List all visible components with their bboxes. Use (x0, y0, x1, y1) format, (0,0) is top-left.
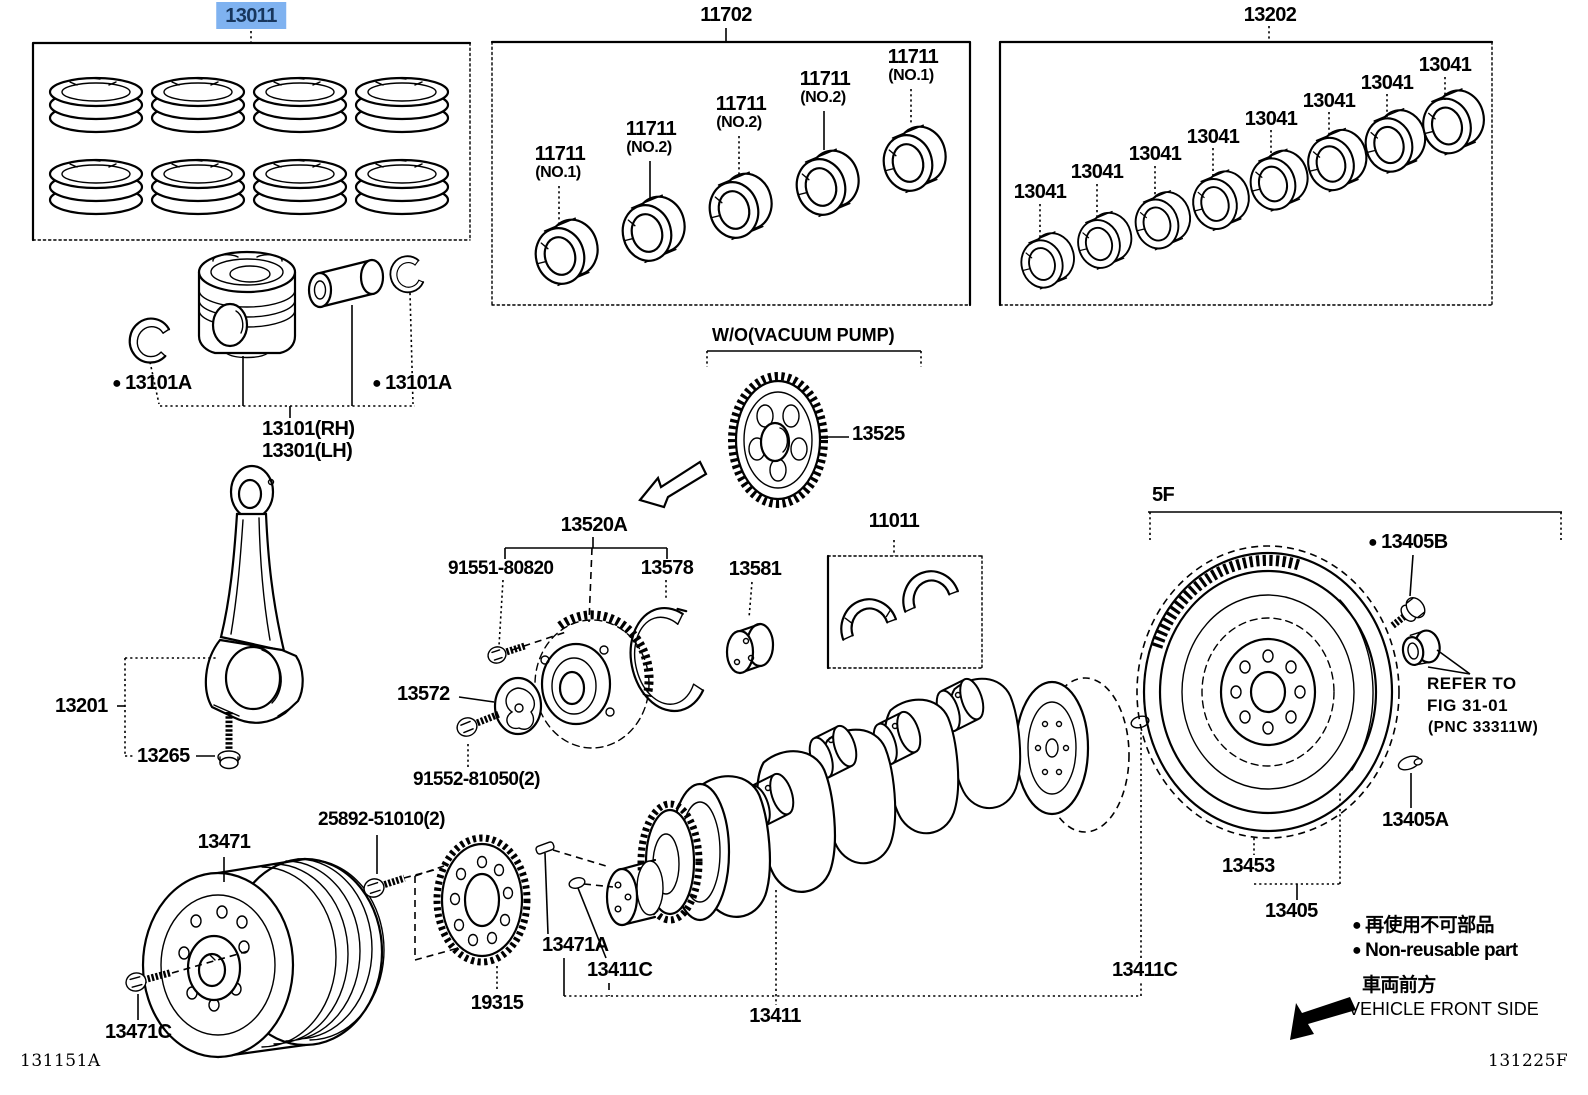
callout-13101A-right[interactable]: ●13101A (372, 372, 452, 394)
callout-13041-1[interactable]: 13041 (1013, 181, 1067, 203)
flywheel-bolt (1390, 597, 1426, 629)
bullet-icon: ● (372, 375, 382, 392)
flywheel-pin (1397, 755, 1423, 771)
callout-11711-4[interactable]: 11711 (799, 68, 851, 90)
callout-11711-5[interactable]: 11711 (887, 46, 939, 68)
piston (197, 250, 297, 359)
callout-5f: 5F (1152, 484, 1175, 506)
bullet-icon: ● (1352, 917, 1362, 934)
connecting-rod (117, 464, 304, 770)
crank-snap-ring (629, 606, 705, 713)
flywheel (1136, 511, 1562, 900)
piston-pin (307, 258, 385, 309)
note-refer-line2: FIG 31-01 (1427, 696, 1509, 715)
note-refer-line1: REFER TO (1427, 674, 1517, 693)
callout-13471[interactable]: 13471 (197, 831, 251, 853)
callout-13201[interactable]: 13201 (55, 695, 108, 717)
callout-11711-2-no[interactable]: (NO.2) (626, 139, 672, 156)
pilot-bearing (1401, 629, 1441, 667)
callout-13578[interactable]: 13578 (640, 557, 694, 579)
callout-13405[interactable]: 13405 (1265, 900, 1318, 922)
bullet-icon: ● (1352, 942, 1362, 959)
callout-13405B[interactable]: ●13405B (1368, 531, 1448, 553)
doc-code-right: 131225F (1488, 1051, 1569, 1071)
crank-gear-wo-pump (706, 350, 922, 508)
callout-13101-rh[interactable]: 13101(RH) (262, 418, 355, 440)
callout-13041-8[interactable]: 13041 (1418, 54, 1472, 76)
direction-arrow-outline (638, 460, 708, 509)
legend-vehicle-front-en: VEHICLE FRONT SIDE (1348, 999, 1539, 1019)
piston-ring-set-box (31, 31, 472, 242)
callout-13471A[interactable]: 13471A (542, 934, 609, 956)
callout-13265[interactable]: 13265 (137, 745, 190, 767)
callout-13572[interactable]: 13572 (397, 683, 450, 705)
callout-91552-81050[interactable]: 91552-81050(2) (413, 769, 540, 790)
callout-13041-5[interactable]: 13041 (1244, 108, 1298, 130)
callout-11711-2[interactable]: 11711 (625, 118, 677, 140)
callout-11711-5-no[interactable]: (NO.1) (888, 67, 934, 84)
legend-non-reusable-en: ●Non-reusable part (1352, 940, 1518, 961)
callout-11711-4-no[interactable]: (NO.2) (800, 89, 846, 106)
rod-bolt (217, 712, 241, 770)
crank-timing-gear (456, 537, 775, 768)
crank-key (535, 841, 555, 855)
callout-13301-lh[interactable]: 13301(LH) (262, 440, 353, 462)
bullet-icon: ● (112, 375, 122, 392)
callout-13041-4[interactable]: 13041 (1186, 126, 1240, 148)
callout-11711-1-no[interactable]: (NO.1) (535, 164, 581, 181)
callout-13011-highlighted[interactable]: 13011 (216, 2, 286, 29)
front-straight-pin (568, 877, 586, 889)
thrust-washer-box (826, 540, 983, 670)
note-wo-vacuum-pump: W/O(VACUUM PUMP) (712, 325, 895, 345)
callout-11711-3-no[interactable]: (NO.2) (716, 114, 762, 131)
rear-flange (1014, 680, 1090, 816)
vehicle-front-arrow (1290, 997, 1356, 1040)
callout-11702[interactable]: 11702 (700, 4, 752, 26)
callout-25892-51010[interactable]: 25892-51010(2) (318, 809, 445, 830)
bullet-icon: ● (1368, 534, 1378, 551)
legend-non-reusable-jp: ●再使用不可部品 (1352, 915, 1494, 936)
callout-13041-2[interactable]: 13041 (1070, 161, 1124, 183)
callout-11711-3[interactable]: 11711 (715, 93, 767, 115)
crankshaft-pulley (125, 835, 435, 1059)
callout-13405A[interactable]: 13405A (1382, 809, 1449, 831)
callout-13041-3[interactable]: 13041 (1128, 143, 1182, 165)
snap-ring-left (128, 317, 171, 364)
callout-13453[interactable]: 13453 (1222, 855, 1275, 877)
sensor-plate-bolt (363, 874, 406, 898)
crank-nose (605, 858, 664, 927)
main-bearing-upper-box (490, 28, 972, 307)
main-bearing-lower-box (998, 26, 1494, 307)
callout-13411C-left[interactable]: 13411C (587, 959, 653, 981)
callout-13581[interactable]: 13581 (728, 558, 782, 580)
legend-vehicle-front-jp: 車両前方 (1362, 975, 1436, 996)
piston-assembly (128, 250, 425, 418)
callout-91551-80820[interactable]: 91551-80820 (448, 558, 554, 579)
crankshaft (535, 673, 1150, 1005)
crank-angle-plate (414, 834, 531, 991)
callout-13411[interactable]: 13411 (749, 1005, 801, 1027)
pulley-bolt (125, 969, 172, 992)
rotor-bolt (456, 711, 500, 737)
timing-gear-bolt (487, 642, 527, 664)
callout-13041-7[interactable]: 13041 (1360, 72, 1414, 94)
callout-13411C-right[interactable]: 13411C (1112, 959, 1178, 981)
doc-code-left: 131151A (20, 1051, 101, 1071)
callout-13202[interactable]: 13202 (1243, 4, 1297, 26)
callout-11011[interactable]: 11011 (868, 510, 920, 532)
callout-13041-6[interactable]: 13041 (1302, 90, 1356, 112)
note-refer-line3: (PNC 33311W) (1428, 719, 1539, 736)
snap-ring-right (389, 255, 425, 294)
callout-19315[interactable]: 19315 (470, 992, 524, 1014)
oil-slinger (725, 622, 775, 675)
callout-13471C[interactable]: 13471C (105, 1021, 172, 1043)
callout-11711-1[interactable]: 11711 (534, 143, 586, 165)
callout-13101A-left[interactable]: ●13101A (112, 372, 192, 394)
callout-13520A[interactable]: 13520A (560, 514, 628, 536)
callout-13525[interactable]: 13525 (852, 423, 905, 445)
crank-rotor (493, 676, 543, 736)
